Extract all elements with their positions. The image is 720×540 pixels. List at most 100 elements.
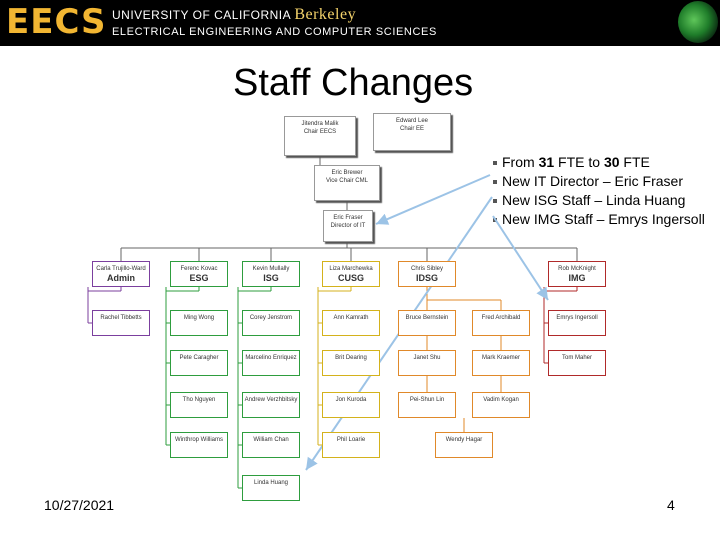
bullet-text: FTE: [619, 154, 650, 170]
team-label: ISG: [263, 273, 279, 283]
person-name: Chair EECS: [303, 129, 337, 135]
bullet-icon: [493, 161, 497, 166]
person-name: Tho Nguyen: [182, 397, 216, 403]
person-name: Jitendra Malik: [301, 121, 339, 127]
person-name: Ferenc Kovac: [180, 266, 218, 272]
bullet-text: From: [502, 154, 539, 170]
bullet-item: New IT Director – Eric Fraser: [493, 172, 705, 191]
person-name: Carla Trujillo-Ward: [96, 266, 146, 272]
person-name: Winthrop Williams: [174, 437, 223, 443]
person-name: Andrew Verzhbitsky: [244, 397, 298, 403]
bullet-text: New ISG Staff – Linda Huang: [502, 192, 686, 208]
person-name: Pei-Shun Lin: [409, 397, 445, 403]
bullet-number: 31: [538, 154, 555, 170]
staff-box: Phil Loarie: [322, 432, 380, 458]
staff-box: Rachel Tibbetts: [92, 310, 150, 336]
bullet-icon: [493, 199, 497, 204]
person-name: Chris Sibley: [410, 266, 443, 272]
staff-box: Linda Huang: [242, 475, 300, 501]
person-name: Rob McKnight: [558, 266, 596, 272]
staff-box: Brit Dearing: [322, 350, 380, 376]
university-name: UNIVERSITY OF CALIFORNIA Berkeley: [112, 6, 356, 24]
team-label: Admin: [107, 273, 135, 283]
staff-box: Bruce Bernstein: [398, 310, 456, 336]
person-name: Emrys Ingersoll: [556, 315, 598, 321]
department-name: ELECTRICAL ENGINEERING AND COMPUTER SCIE…: [112, 26, 437, 38]
staff-box: Corey Jenstrom: [242, 310, 300, 336]
person-name: Fred Archibald: [481, 315, 521, 321]
staff-box: Pei-Shun Lin: [398, 392, 456, 418]
staff-box: Vadim Kogan: [472, 392, 530, 418]
team-label: IDSG: [415, 273, 438, 283]
person-name: Eric Fraser: [333, 215, 363, 221]
person-name: Marcelino Enriquez: [245, 355, 297, 361]
person-name: Corey Jenstrom: [249, 315, 293, 321]
person-name: Pete Caragher: [179, 355, 219, 361]
bullet-list: From 31 FTE to 30 FTE New IT Director – …: [493, 153, 705, 229]
person-name: Edward Lee: [395, 118, 429, 124]
bullet-item: New ISG Staff – Linda Huang: [493, 191, 705, 210]
arrow-to-director: [375, 174, 491, 225]
staff-box: Fred Archibald: [472, 310, 530, 336]
person-name: Kevin Mullally: [252, 266, 290, 272]
person-name: Ann Kamrath: [333, 315, 369, 321]
person-name: Janet Shu: [413, 355, 441, 361]
berkeley-label: Berkeley: [294, 6, 357, 23]
person-name: Tom Maher: [561, 355, 592, 361]
person-name: Ming Wong: [183, 315, 215, 321]
staff-box: William Chan: [242, 432, 300, 458]
slide-number: 4: [667, 497, 675, 513]
bullet-item: From 31 FTE to 30 FTE: [493, 153, 705, 172]
staff-box: Ming Wong: [170, 310, 228, 336]
person-name: Linda Huang: [253, 480, 289, 486]
staff-box: Janet Shu: [398, 350, 456, 376]
slide-title: Staff Changes: [233, 62, 474, 104]
staff-box: Ann Kamrath: [322, 310, 380, 336]
arrow-to-emrys-ingersoll: [492, 215, 549, 301]
person-name: Vice Chair CML: [326, 178, 368, 184]
person-name: Director of IT: [330, 223, 366, 229]
staff-box: Tho Nguyen: [170, 392, 228, 418]
bullet-text: FTE to: [554, 154, 604, 170]
team-label: CUSG: [337, 273, 364, 283]
person-name: Rachel Tibbetts: [100, 315, 142, 321]
eecs-logo: EECS: [6, 2, 107, 42]
bullet-text: New IT Director – Eric Fraser: [502, 173, 683, 189]
person-name: Jon Kuroda: [335, 397, 367, 403]
slide-date: 10/27/2021: [44, 497, 115, 513]
person-name: Wendy Hagar: [445, 437, 483, 443]
person-name: Eric Brewer: [331, 170, 363, 176]
globe-icon: [678, 1, 718, 43]
staff-box: Winthrop Williams: [170, 432, 228, 458]
person-name: Chair EE: [399, 126, 424, 132]
staff-box: Andrew Verzhbitsky: [242, 392, 300, 418]
staff-box: Wendy Hagar: [435, 432, 493, 458]
staff-box: Pete Caragher: [170, 350, 228, 376]
staff-box: Jon Kuroda: [322, 392, 380, 418]
staff-box: Emrys Ingersoll: [548, 310, 606, 336]
bullet-number: 30: [603, 154, 620, 170]
person-name: Vadim Kogan: [483, 397, 519, 403]
person-name: Liza Marchewka: [329, 266, 373, 272]
person-name: William Chan: [253, 437, 289, 443]
bullet-icon: [493, 180, 497, 185]
bullet-text: New IMG Staff – Emrys Ingersoll: [502, 211, 705, 227]
staff-box: Marcelino Enriquez: [242, 350, 300, 376]
slide-header: EECS UNIVERSITY OF CALIFORNIA Berkeley E…: [0, 0, 720, 46]
staff-box: Tom Maher: [548, 350, 606, 376]
university-label: UNIVERSITY OF CALIFORNIA: [112, 8, 291, 22]
person-name: Brit Dearing: [335, 355, 367, 361]
team-label: IMG: [568, 273, 586, 283]
person-name: Bruce Bernstein: [405, 315, 449, 321]
person-name: Phil Loarie: [336, 437, 366, 443]
